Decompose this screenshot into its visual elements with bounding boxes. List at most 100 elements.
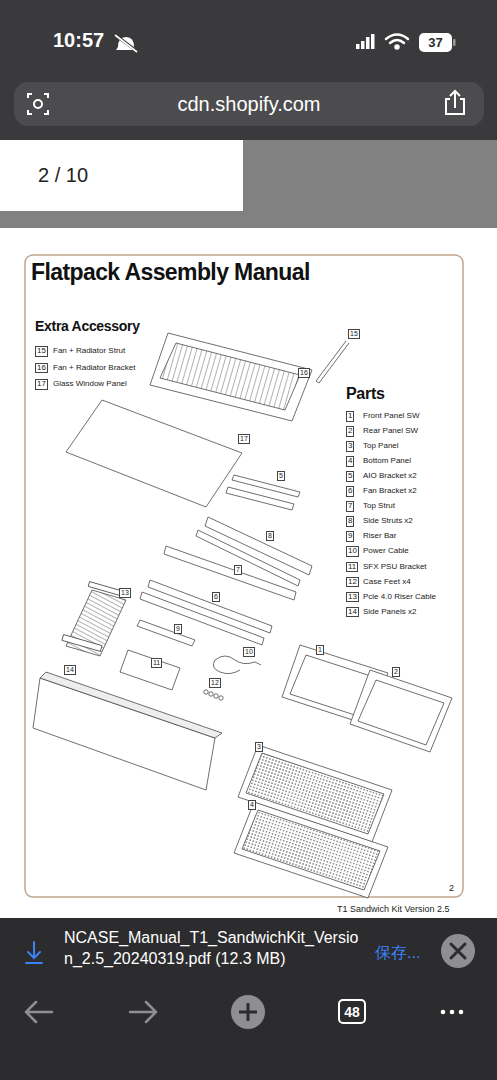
callout-number: 4 — [346, 456, 354, 467]
case-foot — [204, 690, 208, 694]
side-panel — [33, 678, 215, 790]
status-time: 10:57 — [53, 29, 104, 52]
callout-number: 6 — [346, 486, 354, 497]
part-name: Case Feet x4 — [363, 577, 411, 586]
bracket-slots — [160, 343, 300, 410]
part-name: AIO Bracket x2 — [363, 471, 417, 480]
callout-number: 11 — [151, 658, 162, 668]
page-frame — [25, 255, 463, 897]
callout-number: 8 — [266, 531, 274, 541]
section-heading: Extra Accessory — [35, 318, 140, 334]
part-name: Pcie 4.0 Riser Cable — [363, 592, 436, 601]
callout-number: 6 — [212, 592, 220, 602]
callout-number: 17 — [238, 434, 250, 444]
callout-number: 2 — [346, 426, 354, 437]
callout-number: 17 — [35, 379, 48, 390]
riser-bar — [137, 620, 195, 646]
callout-number: 14 — [64, 665, 76, 675]
share-icon — [446, 91, 464, 114]
plus-sign — [239, 1003, 257, 1021]
part-name: Side Struts x2 — [363, 516, 413, 525]
download-bar — [0, 918, 497, 985]
close-x — [451, 944, 465, 958]
callout-number: 15 — [348, 329, 360, 339]
callout-number: 1 — [316, 645, 324, 655]
tab-count-text: 48 — [344, 1004, 360, 1020]
callout-number: 13 — [346, 592, 359, 603]
tab-count: 48 — [338, 999, 366, 1024]
callout-number: 5 — [346, 471, 354, 482]
part-name: Glass Window Panel — [53, 379, 127, 388]
callout-number: 14 — [346, 607, 359, 618]
case-foot — [209, 692, 213, 696]
callout-number: 7 — [346, 501, 354, 512]
battery-tip — [453, 39, 456, 46]
psu-bracket — [120, 650, 180, 690]
part-name: Top Strut — [363, 501, 395, 510]
fan-radiator-bracket — [150, 333, 312, 421]
callout-number: 12 — [209, 678, 221, 688]
part-name: SFX PSU Bracket — [363, 562, 427, 571]
part-name: Power Cable — [363, 546, 409, 555]
url-pill — [14, 82, 484, 126]
viewer-ground — [0, 140, 497, 920]
callout-number: 15 — [35, 346, 48, 357]
file-name: NCASE_Manual_T1_SandwichKit_Version_2.5_… — [64, 928, 364, 970]
part-name: T1 Sandwich Kit Version 2.5 — [337, 904, 450, 914]
callout-number: 5 — [277, 471, 285, 481]
callout-number: 16 — [298, 368, 310, 378]
callout-number: 1 — [346, 411, 354, 422]
top-chrome — [0, 0, 497, 140]
part-name: Front Panel SW — [363, 411, 419, 420]
callout-number: 9 — [174, 624, 182, 634]
fan-radiator-strut — [316, 341, 349, 383]
mute-bell-icon — [114, 34, 138, 52]
callout-number: 12 — [346, 577, 359, 588]
rear-panel — [350, 670, 452, 752]
manual-title: Flatpack Assembly Manual — [31, 259, 310, 285]
callout-number: 16 — [35, 363, 48, 374]
power-cable — [213, 656, 261, 674]
battery-level: 37 — [419, 33, 452, 52]
riser-connector — [62, 635, 102, 652]
callout-number: 9 — [346, 531, 354, 542]
part-name: Fan + Radiator Bracket — [53, 363, 135, 372]
case-foot — [214, 694, 218, 698]
callout-number: 13 — [119, 588, 131, 598]
part-name: Fan Bracket x2 — [363, 486, 417, 495]
bottom-panel — [234, 802, 388, 898]
callout-number: 7 — [234, 565, 242, 575]
callout-number: 8 — [346, 516, 354, 527]
callout-number: 3 — [346, 441, 354, 452]
part-name: 2 — [449, 883, 454, 893]
page-indicator: 2 / 10 — [0, 140, 243, 211]
fan-bracket — [140, 592, 264, 645]
part-name: Rear Panel SW — [363, 426, 418, 435]
new-tab-button — [231, 995, 265, 1029]
callout-number: 10 — [243, 647, 255, 657]
battery-level-text: 37 — [428, 35, 442, 50]
part-name: Side Panels x2 — [363, 607, 416, 616]
manual-page — [0, 228, 497, 918]
top-strut — [164, 546, 296, 600]
callout-number: 4 — [248, 800, 256, 810]
glass-window-panel — [66, 400, 242, 507]
part-name: Top Panel — [363, 441, 399, 450]
signal-bars — [356, 34, 375, 49]
part-name: Bottom Panel — [363, 456, 411, 465]
section-heading: Parts — [346, 385, 385, 403]
download-icon — [26, 942, 42, 963]
url-text: cdn.shopify.com — [60, 84, 438, 124]
nav-arrows — [26, 1002, 156, 1022]
rear-panel-inner — [358, 680, 444, 745]
exploded-parts-illustration — [33, 333, 452, 898]
part-name: Fan + Radiator Strut — [53, 346, 125, 355]
wifi-icon — [386, 35, 408, 49]
callout-number: 11 — [346, 562, 358, 573]
callout-number: 10 — [346, 546, 359, 557]
close-button — [441, 934, 475, 968]
scan-icon — [28, 94, 48, 114]
toolbar — [0, 985, 497, 1080]
case-foot — [219, 696, 223, 700]
part-name: Riser Bar — [363, 531, 396, 540]
